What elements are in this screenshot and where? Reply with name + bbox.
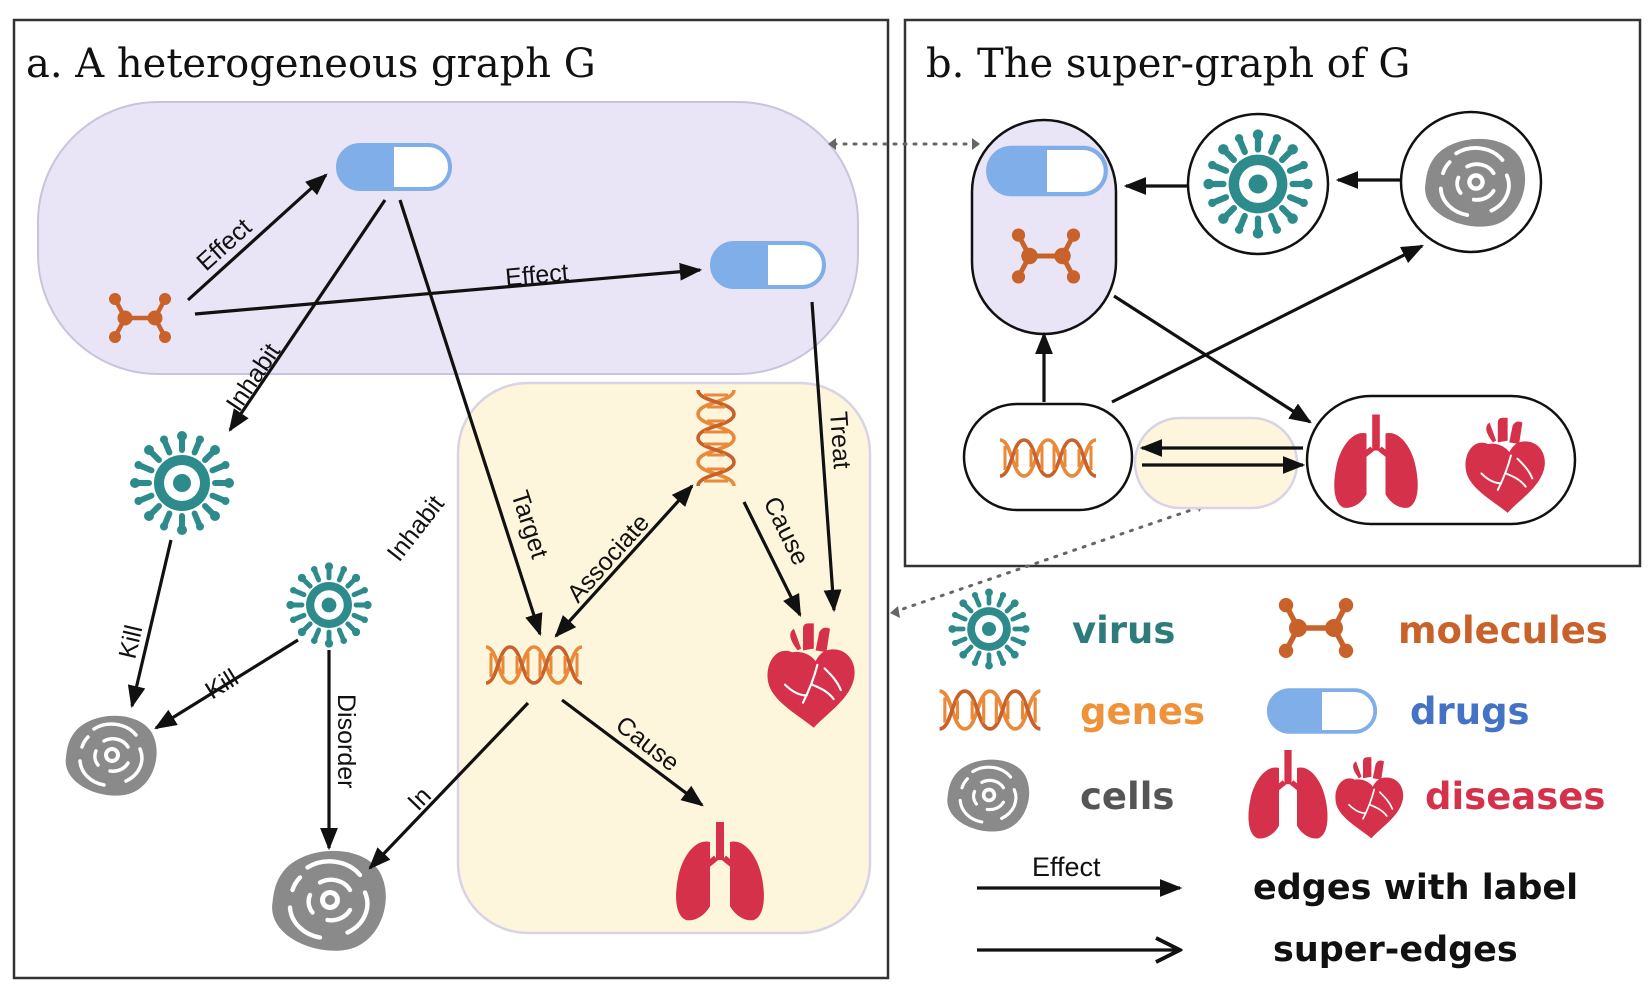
panel-b-frame — [903, 18, 1642, 568]
cell-icon — [63, 713, 159, 798]
cell-icon — [945, 758, 1031, 834]
legend-edge-example-label: Effect — [1032, 852, 1101, 882]
legend-edges-with-label: edges with label — [1253, 868, 1578, 908]
edge-molecule-pill-1 — [186, 173, 328, 302]
legend-super-edges: super-edges — [1273, 930, 1518, 970]
virus-icon — [286, 562, 371, 647]
virus-icon — [1203, 129, 1312, 238]
legend-genes: genes — [1080, 690, 1205, 733]
edge-molecule-pill-2 — [194, 262, 703, 316]
virus-icon — [948, 588, 1029, 669]
edge-virus-cell-2 — [154, 638, 299, 730]
connector-arrowhead — [890, 606, 900, 618]
cell-icon — [1423, 136, 1528, 229]
pill-icon — [710, 241, 826, 289]
edge-label-treat: Treat — [824, 410, 856, 469]
edge-pill-virus — [228, 199, 387, 432]
cell-icon — [272, 851, 386, 951]
edge-gene-associate — [554, 484, 694, 638]
edge-gene-lungs — [561, 698, 704, 807]
legend-virus: virus — [1072, 609, 1175, 652]
edge-label-inhabit: Inhabit — [382, 490, 450, 566]
edge-label-disorder: Disorder — [332, 694, 360, 788]
edge-virus-cell-1 — [127, 539, 173, 709]
edge-pill-heart — [810, 301, 842, 613]
drug-molecule-group — [37, 101, 859, 375]
dotted-connector — [892, 505, 1202, 614]
super-edge-drugs-diseases — [1113, 294, 1312, 424]
edge-label-kill: Kill — [200, 664, 243, 705]
pill-icon — [336, 143, 452, 191]
panel-a-title: a. A heterogeneous graph G — [26, 41, 596, 87]
pill-icon — [988, 148, 1106, 194]
panel-b-title: b. The super-graph of G — [926, 41, 1410, 87]
pill-icon — [1266, 688, 1378, 734]
edge-label-effect: Effect — [504, 259, 570, 292]
edge-gene-heart — [742, 501, 802, 618]
legend-molecules: molecules — [1398, 609, 1608, 652]
connector-arrowhead — [972, 138, 980, 150]
super-node-gene-group — [1133, 416, 1299, 510]
heart-icon — [1334, 756, 1405, 840]
virus-icon — [130, 431, 234, 535]
super-node-genes — [962, 402, 1134, 512]
lungs-icon — [1248, 750, 1327, 838]
molecule-icon — [1279, 598, 1353, 658]
dna-icon — [937, 689, 1043, 731]
edge-pill-gene — [398, 199, 543, 637]
edge-label-in: In — [402, 782, 437, 816]
super-edge-genes-cells — [1111, 244, 1425, 404]
legend-drugs: drugs — [1410, 690, 1530, 733]
connector-arrowhead — [828, 138, 836, 150]
legend-cells: cells — [1080, 775, 1174, 818]
edge-gene-cell — [368, 701, 530, 870]
panel-a-frame — [12, 18, 890, 980]
legend-diseases: diseases — [1425, 775, 1605, 818]
